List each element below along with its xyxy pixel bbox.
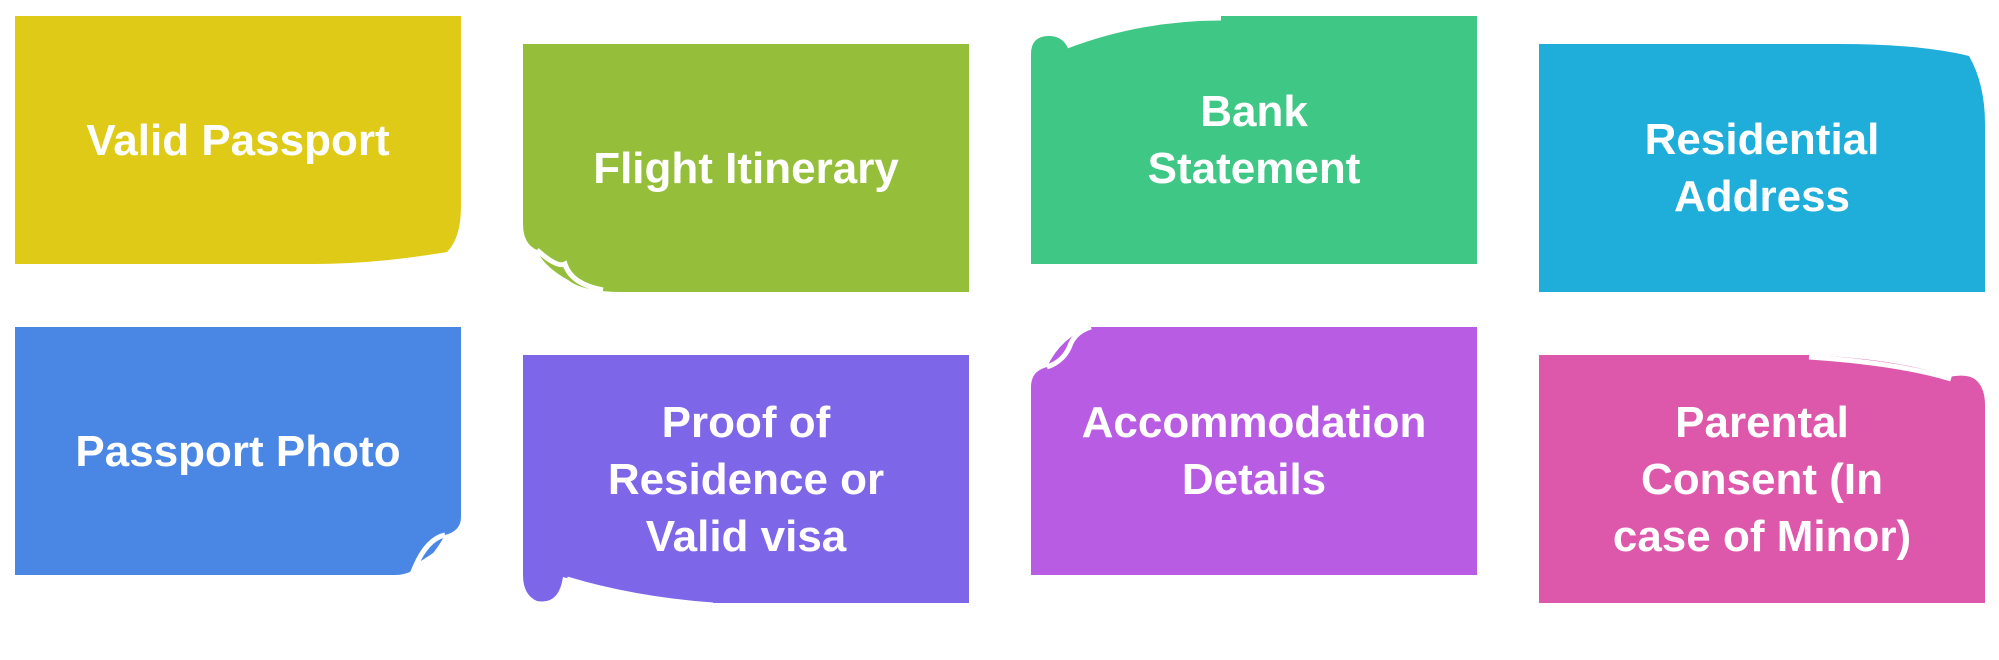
card-bank-statement: Bank Statement bbox=[1031, 15, 1477, 264]
card-label: Residential Address bbox=[1644, 115, 1880, 221]
card-label: Parental Consent (In case of Minor) bbox=[1612, 397, 1912, 561]
card-shape bbox=[1031, 324, 1477, 575]
card-parental-consent: Parental Consent (In case of Minor) bbox=[1539, 354, 1985, 603]
card-accommodation-details: Accommodation Details bbox=[1031, 324, 1477, 575]
card-shape bbox=[1539, 354, 1985, 603]
card-valid-passport: Valid Passport bbox=[15, 16, 461, 264]
card-proof-of-residence: Proof of Residence or Valid visa bbox=[523, 355, 969, 608]
card-shape bbox=[523, 44, 969, 293]
page-curl bbox=[1808, 354, 1952, 382]
page-curl bbox=[566, 576, 714, 608]
card-label: Accommodation Details bbox=[1081, 398, 1427, 504]
card-passport-photo: Passport Photo bbox=[15, 327, 461, 575]
card-label: Flight Itinerary bbox=[593, 143, 899, 193]
card-label: Valid Passport bbox=[86, 115, 390, 165]
card-shape bbox=[15, 327, 461, 575]
card-shape bbox=[1031, 15, 1477, 264]
card-label: Passport Photo bbox=[75, 426, 401, 476]
card-label: Proof of Residence or Valid visa bbox=[607, 397, 885, 561]
card-label: Bank Statement bbox=[1147, 87, 1361, 193]
page-curl bbox=[1066, 15, 1222, 49]
card-flight-itinerary: Flight Itinerary bbox=[523, 44, 969, 293]
card-shape bbox=[523, 355, 969, 608]
page-curl bbox=[1046, 324, 1092, 370]
page-curl bbox=[410, 532, 461, 573]
card-residential-address: Residential Address bbox=[1539, 44, 1985, 292]
card-shape bbox=[1539, 44, 1985, 292]
page-curl bbox=[535, 248, 604, 293]
card-shape bbox=[15, 16, 461, 264]
